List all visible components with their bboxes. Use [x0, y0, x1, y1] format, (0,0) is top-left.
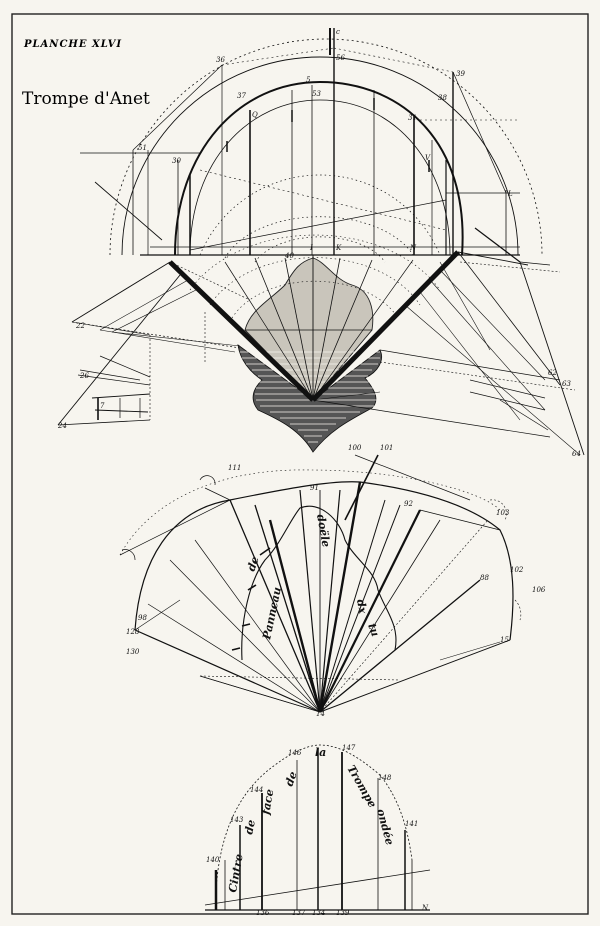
pt-92: 92 [404, 500, 413, 508]
word-doele: doële [314, 513, 333, 548]
pt-top-c: c [336, 28, 340, 36]
dotted-arc-3 [254, 236, 386, 263]
pt-101: 101 [380, 444, 393, 452]
outer-dotted-arch [109, 38, 543, 256]
pt-136: 136 [256, 909, 270, 917]
hz-10 [199, 169, 447, 231]
pt-V: V [425, 154, 431, 162]
fan-outer-arc [134, 481, 514, 641]
pt-40: 40 [284, 252, 294, 260]
pt-L: L [507, 190, 513, 198]
plate-border [11, 13, 589, 915]
hz-2 [221, 47, 335, 66]
word-ondee: ondée [374, 807, 396, 846]
outer-arch [121, 56, 519, 256]
pt-100: 100 [348, 444, 362, 452]
pt-24: 24 [57, 422, 67, 430]
arch-elevation [80, 28, 543, 263]
pt-38: 38 [438, 94, 447, 102]
fan-dotted-arc [119, 469, 501, 556]
hz-3 [333, 47, 454, 73]
plate-title: Trompe d'Anet [22, 89, 150, 109]
pt-141: 141 [405, 820, 418, 828]
pt-64: 64 [572, 450, 581, 458]
pt-14: 14 [316, 710, 325, 718]
pt-15: 15 [500, 636, 509, 644]
pt-N2: N [421, 904, 429, 912]
fan-development [119, 454, 522, 713]
hz-9 [189, 199, 447, 251]
pt-103: 103 [496, 509, 510, 517]
pt-56: 56 [336, 54, 345, 62]
pt-63: 63 [562, 380, 571, 388]
pt-51: 51 [138, 144, 147, 152]
pt-102: 102 [510, 566, 524, 574]
hz-6 [132, 64, 223, 151]
plan-view [57, 227, 585, 456]
bottom-curve [215, 744, 413, 891]
hz-7 [452, 71, 507, 194]
pt-30: 30 [172, 157, 181, 165]
dotted-arc-2 [224, 216, 416, 259]
pt-5: 5 [306, 76, 311, 84]
pt-140: 140 [206, 856, 220, 864]
right-wall [311, 250, 460, 402]
pt-22: 22 [75, 322, 85, 330]
bottom-development [204, 744, 431, 911]
pt-147: 147 [342, 744, 356, 752]
word-cintre: Cintre [226, 853, 246, 893]
pt-36: 36 [216, 56, 225, 64]
pt-130: 130 [126, 648, 140, 656]
plate-number: PLANCHE XLVI [23, 39, 122, 50]
inner-arch [189, 99, 451, 256]
hatch-lines [240, 351, 380, 443]
pt-26: 26 [79, 372, 89, 380]
pt-88: 88 [480, 574, 489, 582]
pt-144: 144 [250, 786, 263, 794]
hz-8 [94, 181, 163, 241]
dotted-arc-1 [199, 174, 441, 256]
pt-62: 62 [548, 369, 557, 377]
left-wall [168, 260, 315, 402]
word-la: la [315, 746, 326, 759]
pt-37: 37 [237, 92, 246, 100]
word-de2: de [242, 819, 258, 836]
pt-Q: Q [252, 111, 258, 119]
pt-106: 106 [532, 586, 546, 594]
pt-39: 39 [456, 70, 465, 78]
word-de: de [245, 555, 262, 573]
pt-53: 53 [312, 90, 321, 98]
word-de3: de [283, 770, 300, 788]
pt-146: 146 [288, 749, 302, 757]
pt-N: N [409, 244, 417, 252]
pt-I: I [309, 244, 313, 252]
pt-148: 148 [378, 774, 392, 782]
pt-91: 91 [310, 484, 319, 492]
word-panneau: Panneau [260, 586, 284, 642]
pt-K: K [335, 244, 342, 252]
word-tu: tu [365, 622, 382, 639]
pt-98: 98 [138, 614, 147, 622]
pt-128: 128 [126, 628, 140, 636]
pt-31: 31 [408, 114, 417, 122]
pt-137: 137 [292, 909, 306, 917]
point-labels: c 36 37 Q 5 53 56 38 39 51 30 31 V L I K… [57, 28, 581, 917]
pt-111: 111 [228, 464, 241, 472]
pt-134: 134 [312, 909, 325, 917]
word-dx: dx [354, 598, 369, 615]
main-arch [174, 80, 464, 256]
pt-139: 139 [336, 909, 350, 917]
pt-143: 143 [230, 816, 244, 824]
word-face: face [259, 788, 276, 816]
pt-7: 7 [100, 402, 105, 410]
fan-inner-profile [241, 505, 397, 661]
